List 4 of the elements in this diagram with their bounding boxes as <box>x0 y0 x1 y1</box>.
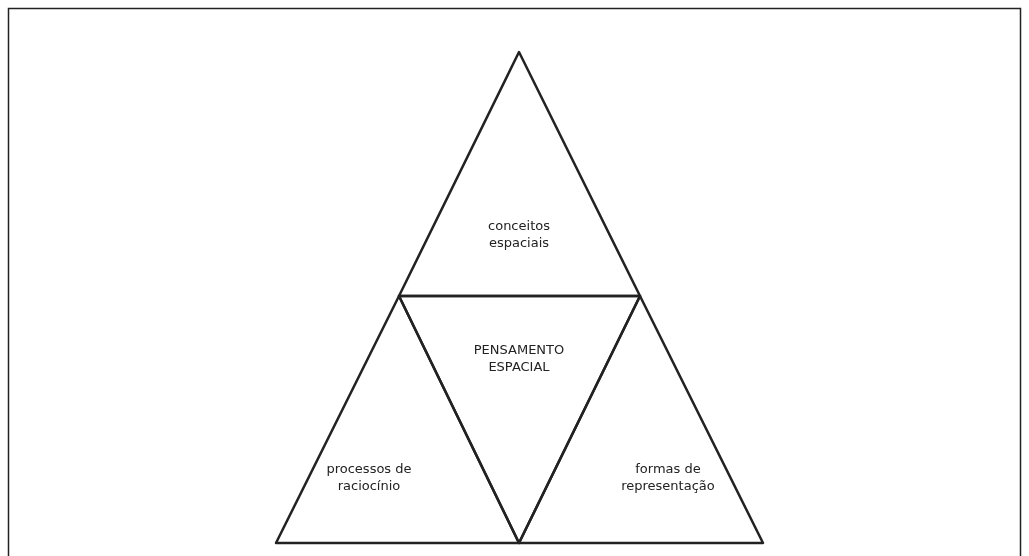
section-label: conceitos espaciais <box>487 217 551 251</box>
section-label: formas de representação <box>620 460 716 494</box>
section-label: processos de raciocínio <box>325 460 413 494</box>
section-label: PENSAMENTO ESPACIAL <box>472 341 566 375</box>
